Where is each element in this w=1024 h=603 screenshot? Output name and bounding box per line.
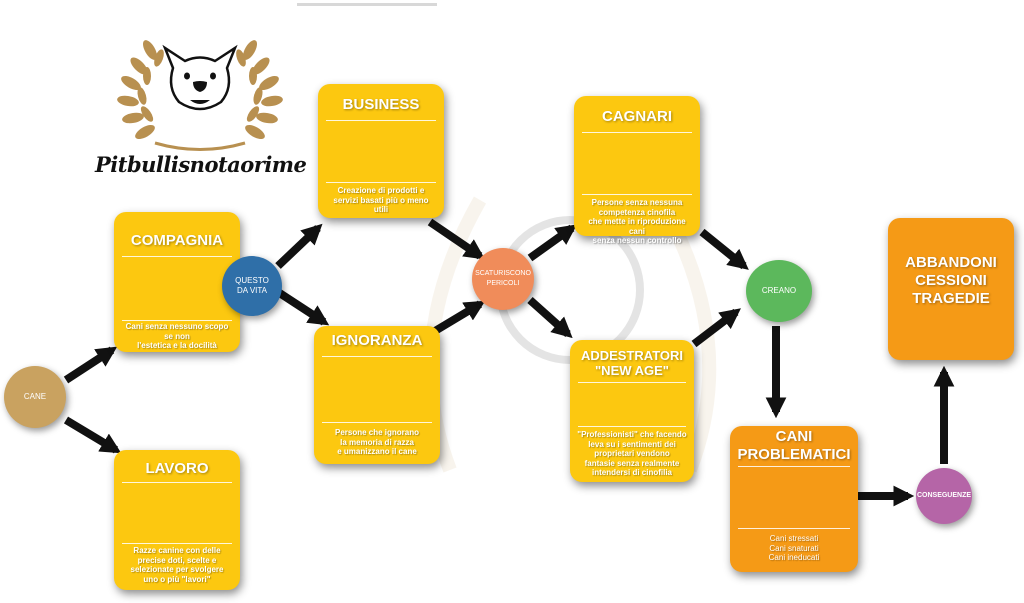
card-divider — [582, 132, 692, 133]
card-divider — [578, 426, 686, 427]
card-divider — [326, 182, 436, 183]
card-divider — [122, 320, 232, 321]
arrow-cane-compagnia — [63, 346, 118, 384]
card-description: Creazione di prodotti e servizi basati p… — [333, 186, 429, 214]
arrow-addestratori-creano — [691, 308, 741, 348]
card-title: BUSINESS — [342, 96, 420, 113]
card-divider — [322, 356, 432, 357]
arrow-cagnari-creano — [699, 228, 749, 270]
card-cani-problematici: CANI PROBLEMATICI Cani stressati Cani sn… — [730, 426, 858, 572]
card-business: BUSINESS Creazione di prodotti e servizi… — [318, 84, 444, 218]
card-title: ADDESTRATORI "NEW AGE" — [580, 348, 684, 378]
card-title: IGNORANZA — [331, 332, 423, 349]
card-title: LAVORO — [145, 460, 209, 477]
card-abbandoni: ABBANDONI CESSIONI TRAGEDIE — [888, 218, 1014, 360]
arrow-business-scaturiscono — [427, 218, 486, 260]
card-divider — [122, 482, 232, 483]
top-divider — [297, 3, 437, 6]
card-description: "Professionisti" che facendo leva su i s… — [577, 430, 687, 477]
card-description: Persone che ignorano la memoria di razza… — [334, 428, 420, 456]
node-conseguenze: CONSEGUENZE — [916, 468, 972, 524]
card-divider — [738, 466, 850, 467]
card-description: Razze canine con delle precise doti, sce… — [130, 546, 224, 584]
arrow-questo-business — [275, 223, 323, 269]
arrow-scaturiscono-addestratori — [527, 297, 573, 339]
card-divider — [326, 120, 436, 121]
card-title: ABBANDONI CESSIONI TRAGEDIE — [905, 254, 997, 307]
arrow-ignoranza-scaturiscono — [427, 300, 486, 338]
card-divider — [738, 528, 850, 529]
card-divider — [322, 422, 432, 423]
brand-logo: Pitbullisnotaorime — [95, 28, 307, 200]
node-questo-da-vita: QUESTO DA VITA — [222, 256, 282, 316]
node-creano: CREANO — [746, 260, 812, 322]
card-description: Cani stressati Cani snaturati Cani inedu… — [768, 534, 820, 562]
card-addestratori: ADDESTRATORI "NEW AGE" "Professionisti" … — [570, 340, 694, 482]
card-divider — [578, 382, 686, 383]
card-title: CANI PROBLEMATICI — [737, 428, 851, 463]
logo-wordmark: Pitbullisnotaorime — [95, 152, 307, 177]
card-compagnia: COMPAGNIA Cani senza nessuno scopo se no… — [114, 212, 240, 352]
card-lavoro: LAVORO Razze canine con delle precise do… — [114, 450, 240, 590]
card-description: Cani senza nessuno scopo se non l'esteti… — [125, 322, 229, 350]
card-divider — [122, 256, 232, 257]
card-cagnari: CAGNARI Persone senza nessuna competenza… — [574, 96, 700, 245]
card-title: COMPAGNIA — [130, 232, 224, 249]
card-description: Persone senza nessuna competenza cinofil… — [588, 198, 686, 245]
arrow-questo-ignoranza — [275, 288, 330, 326]
arrow-scaturiscono-cagnari — [527, 224, 578, 262]
card-divider — [582, 194, 692, 195]
node-cane: CANE — [4, 366, 66, 428]
card-divider — [122, 543, 232, 544]
card-ignoranza: IGNORANZA Persone che ignorano la memori… — [314, 326, 440, 464]
arrow-cane-lavoro — [63, 416, 122, 454]
card-title: CAGNARI — [602, 108, 672, 125]
laurel-dog-icon — [117, 40, 283, 151]
node-scaturiscono-pericoli: SCATURISCONO PERICOLI — [472, 248, 534, 310]
